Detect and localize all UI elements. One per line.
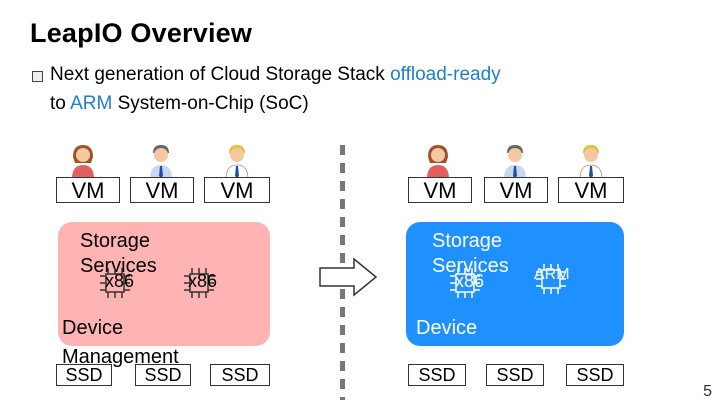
- bullet-text-2: to: [50, 93, 71, 114]
- slide-title: LeapIO Overview: [30, 18, 253, 48]
- cpu-chip-icon: [450, 268, 480, 298]
- user-male-blond-icon: [579, 145, 603, 179]
- vm-box: VM: [204, 177, 270, 203]
- device-management-label: Device Management: [62, 317, 179, 368]
- ssd-box: SSD: [135, 364, 191, 386]
- bullet-accent-2: ARM: [70, 93, 113, 114]
- user-male-icon: [504, 145, 526, 179]
- bullet-line-1: Next generation of Cloud Storage Stack o…: [50, 64, 501, 86]
- chip-label: x86: [188, 271, 218, 291]
- page-number: 5: [703, 383, 712, 400]
- bullet-line-2: to ARM System-on-Chip (SoC): [50, 93, 309, 115]
- bullet-text-3: System-on-Chip (SoC): [112, 93, 309, 114]
- user-male-blond-icon: [225, 145, 249, 179]
- bullet-icon: [32, 71, 43, 82]
- ssd-box: SSD: [486, 364, 544, 386]
- bullet-accent-1: offload-ready: [390, 64, 501, 85]
- vm-box: VM: [558, 177, 624, 203]
- cpu-chip-icon: [536, 264, 566, 294]
- arrow-right-icon: [319, 257, 378, 297]
- storage-services-label: Storage Services: [80, 230, 157, 277]
- chip-label: x86: [455, 271, 485, 291]
- cpu-chip-icon: [100, 268, 130, 298]
- ssd-box: SSD: [56, 364, 112, 386]
- chip-label: ARM: [534, 266, 570, 283]
- cpu-chip-icon: [184, 268, 214, 298]
- vm-box: VM: [408, 177, 472, 203]
- bullet-text-1: Next generation of Cloud Storage Stack: [50, 64, 391, 85]
- arm-soc-panel: [406, 222, 624, 346]
- user-female-icon: [72, 145, 94, 179]
- vm-box: VM: [130, 177, 194, 203]
- device-label: Device: [416, 317, 478, 339]
- storage-services-label: Storage Services: [432, 230, 509, 277]
- chip-label: x86: [105, 271, 135, 291]
- x86-server-panel: [58, 222, 270, 346]
- user-female-icon: [427, 145, 449, 179]
- ssd-box: SSD: [566, 364, 624, 386]
- user-male-icon: [150, 145, 172, 179]
- vm-box: VM: [56, 177, 120, 203]
- vm-box: VM: [484, 177, 548, 203]
- ssd-box: SSD: [408, 364, 466, 386]
- ssd-box: SSD: [210, 364, 270, 386]
